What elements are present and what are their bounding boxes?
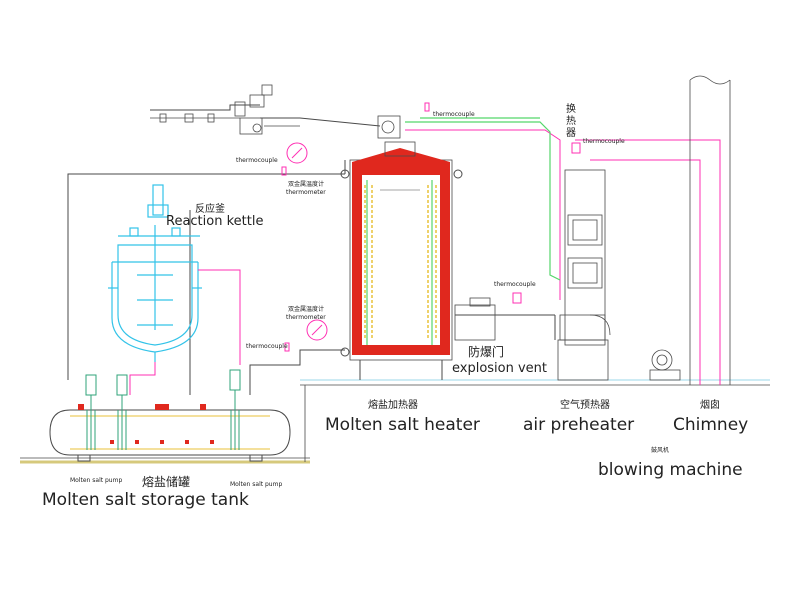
preheater-label-cn: 空气预热器 (560, 398, 610, 411)
heater-label-en: Molten salt heater (325, 415, 480, 435)
thermocouple-label-vent: thermocouple (494, 281, 536, 288)
thermometer-label-bottom-cn: 双金属温度计 (288, 305, 324, 313)
chimney (689, 75, 731, 385)
pump-2 (116, 374, 128, 450)
heater-label-cn: 熔盐加热器 (368, 398, 418, 411)
preheater-vertical-char-3: 器 (566, 127, 576, 139)
thermometer-label-top-en: thermometer (286, 189, 326, 196)
grey-pipes (67, 104, 556, 395)
storage-label-cn: 熔盐储罐 (142, 474, 190, 489)
chimney-label-cn: 烟囱 (700, 398, 720, 411)
preheater-vertical-char-1: 换 (566, 102, 576, 115)
reaction-kettle-label-cn: 反应釜 (195, 202, 225, 215)
explosion-vent (454, 297, 496, 341)
reaction-kettle-label-en: Reaction kettle (166, 214, 263, 229)
gauges (281, 102, 581, 352)
molten-salt-pumps (85, 369, 241, 450)
preheater-label-en: air preheater (523, 415, 634, 435)
explosion-vent-label-en: explosion vent (452, 361, 547, 376)
thermocouple-label-top: thermocouple (433, 111, 475, 118)
thermocouple-label-kettle: thermocouple (246, 343, 288, 350)
molten-salt-heater (340, 141, 463, 380)
magenta-pipes (129, 129, 721, 395)
thermometer-label-bottom-en: thermometer (286, 314, 326, 321)
chimney-label-en: Chimney (673, 415, 748, 435)
pump-label-right: Molten salt pump (230, 481, 282, 488)
green-pipes (366, 117, 561, 352)
storage-label-en: Molten salt storage tank (42, 490, 249, 510)
blower-label-cn: 鼓风机 (651, 446, 669, 454)
gas-train (150, 84, 401, 139)
ground-lines (20, 379, 770, 464)
thermometer-gauge-bottom (306, 319, 328, 341)
air-preheater (557, 169, 611, 381)
pump-3 (229, 369, 241, 450)
blower-label-en: blowing machine (598, 460, 743, 480)
diagram-labels: 反应釜 Reaction kettle thermocouple thermoc… (42, 102, 748, 510)
thermometer-gauge-top (286, 142, 308, 164)
pump-1 (85, 374, 97, 450)
reaction-kettle (108, 184, 202, 362)
blowing-machine (649, 349, 681, 381)
thermocouple-label-preheater: thermocouple (583, 138, 625, 145)
explosion-vent-label-cn: 防爆门 (468, 344, 504, 359)
thermometer-label-top-cn: 双金属温度计 (288, 180, 324, 188)
preheater-vertical-label: 换 热 器 (566, 102, 579, 139)
molten-salt-storage-tank (49, 404, 291, 462)
preheater-vertical-char-2: 热 (566, 114, 576, 127)
pump-label-left: Molten salt pump (70, 477, 122, 484)
thermocouple-label-heater-left: thermocouple (236, 157, 278, 164)
